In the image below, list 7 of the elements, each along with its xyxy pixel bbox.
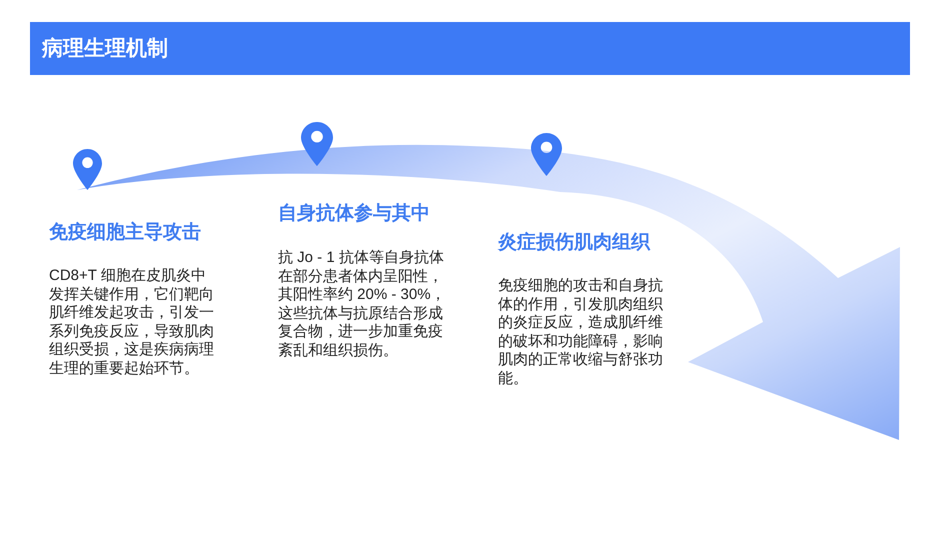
stage-heading: 自身抗体参与其中	[278, 202, 430, 226]
stage-description: 抗 Jo - 1 抗体等自身抗体在部分患者体内呈阳性，其阳性率约 20% - 30%，这些抗体与抗原结合形成复合物，进一步加重免疫紊乱和组织损伤。	[278, 249, 446, 360]
title-bar: 病理生理机制	[30, 22, 910, 75]
stage-description: 免疫细胞的攻击和自身抗体的作用，引发肌肉组织的炎症反应，造成肌纤维的破坏和功能障碍，影响肌肉的正常收缩与舒张功能。	[498, 277, 664, 388]
stage-heading: 免疫细胞主导攻击	[49, 221, 201, 245]
stage-heading: 炎症损伤肌肉组织	[498, 231, 650, 255]
stage-description: CD8+T 细胞在皮肌炎中发挥关键作用，它们靶向肌纤维发起攻击，引发一系列免疫反应，导致肌肉组织受损，这是疾病病理生理的重要起始环节。	[49, 267, 215, 378]
